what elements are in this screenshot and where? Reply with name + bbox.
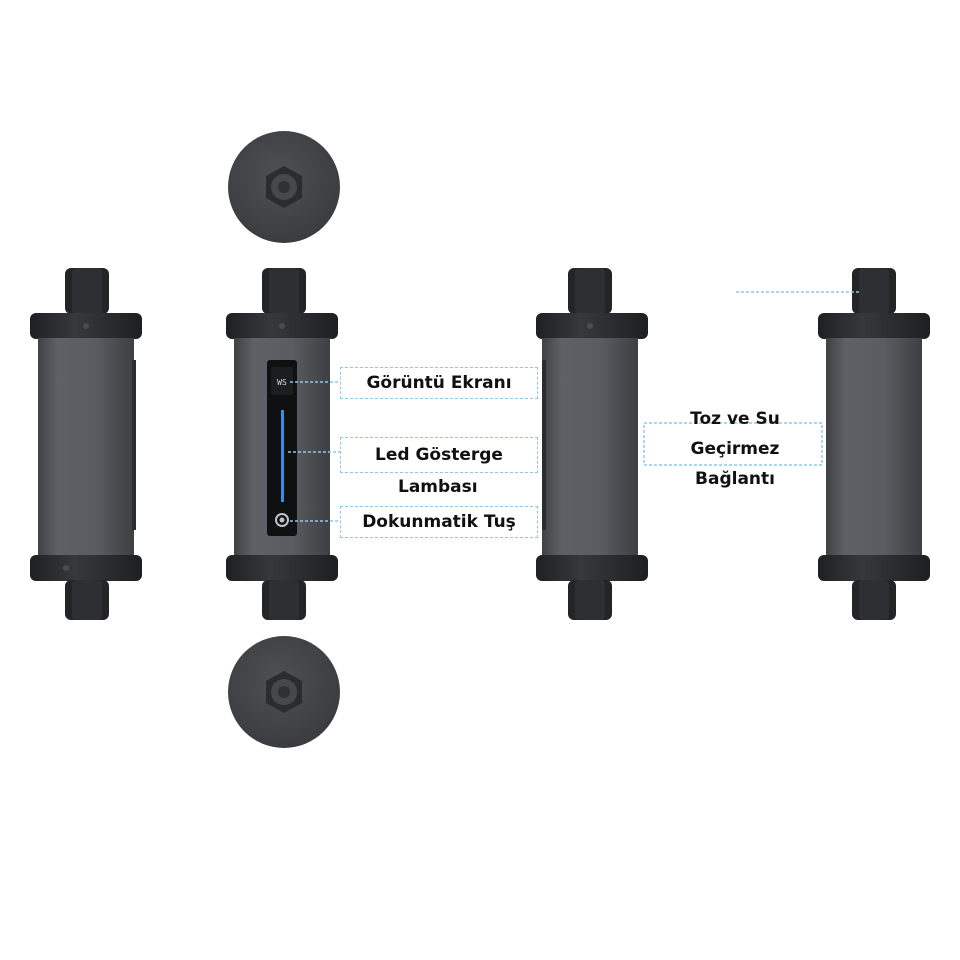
label-waterproof-connection: Toz ve Su Geçirmez Bağlantı	[660, 404, 810, 494]
end-cap-bottom-view	[228, 636, 340, 748]
label-waterproof-line2: Geçirmez	[690, 439, 780, 459]
label-display-screen: Görüntü Ekranı	[340, 367, 538, 399]
device-front: WS	[226, 268, 338, 620]
end-cap-top-view	[228, 131, 340, 243]
label-led-indicator-line2: Lambası	[398, 477, 478, 497]
display-screen	[271, 367, 293, 395]
guide-lines	[288, 291, 860, 522]
device-side-right	[536, 268, 648, 620]
label-led-indicator: Led Gösterge	[340, 437, 538, 473]
label-touch-button: Dokunmatik Tuş	[340, 506, 538, 538]
device-back	[818, 268, 930, 620]
label-led-indicator-line1: Led Gösterge	[375, 445, 503, 465]
label-waterproof-line3: Bağlantı	[695, 469, 775, 489]
device-side-left	[30, 268, 142, 620]
led-indicator-bar	[281, 410, 284, 502]
touch-button	[275, 513, 289, 527]
label-waterproof-line1: Toz ve Su	[690, 409, 780, 429]
display-screen-text: WS	[277, 378, 287, 387]
